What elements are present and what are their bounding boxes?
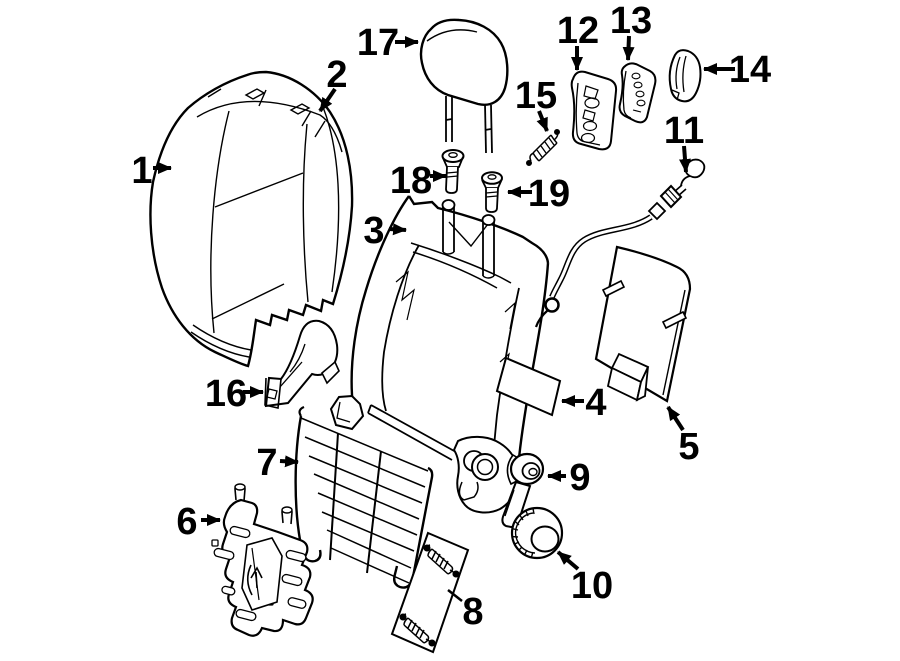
seat-back-panel-drawing <box>594 245 692 403</box>
arrow-3 <box>388 223 407 236</box>
spring-kit-box-drawing <box>390 531 470 654</box>
trim-bezel-12-drawing <box>570 70 618 151</box>
callout-arrows <box>153 35 735 602</box>
callout-7: 7 <box>256 442 277 484</box>
callout-labels: 1 2 3 4 5 6 7 8 9 10 11 12 13 14 15 16 1… <box>131 0 771 633</box>
arrow-13 <box>622 35 635 61</box>
callout-8: 8 <box>462 591 483 633</box>
adjuster-knob-drawing <box>510 506 564 560</box>
callout-5: 5 <box>678 426 699 468</box>
label-plate-drawing <box>495 356 562 417</box>
callout-6: 6 <box>176 501 197 543</box>
headrest-guide-sleeve-18-drawing <box>441 149 465 194</box>
callout-4: 4 <box>585 382 606 424</box>
callout-17: 17 <box>357 22 399 64</box>
seat-back-frame-drawing <box>329 195 550 514</box>
arrow-5 <box>666 405 685 432</box>
arrow-15 <box>536 110 549 132</box>
mounting-bracket-plate-drawing <box>211 483 314 637</box>
arrow-10 <box>556 550 580 571</box>
arrow-7 <box>279 455 299 468</box>
callout-12: 12 <box>557 10 599 52</box>
callout-14: 14 <box>729 49 771 91</box>
callout-13: 13 <box>610 0 652 42</box>
guide-funnel-bracket-drawing <box>264 319 340 409</box>
callout-16: 16 <box>205 373 247 415</box>
trim-cap-14-drawing <box>668 49 702 103</box>
callout-1: 1 <box>131 150 152 192</box>
pointer-8 <box>447 589 463 602</box>
callout-18: 18 <box>390 160 432 202</box>
callout-3: 3 <box>363 210 384 252</box>
headrest-guide-sleeve-19-drawing <box>481 171 503 213</box>
callout-10: 10 <box>571 565 613 607</box>
release-cable-drawing <box>534 158 706 328</box>
callout-9: 9 <box>569 457 590 499</box>
tension-spring-drawing <box>526 129 560 166</box>
callout-19: 19 <box>528 173 570 215</box>
callout-2: 2 <box>326 54 347 96</box>
seat-back-cushion-drawing <box>149 70 354 368</box>
arrow-11 <box>679 145 691 173</box>
trim-bezel-13-drawing <box>618 62 657 124</box>
arrow-2 <box>318 87 337 113</box>
headrest-drawing <box>419 18 509 154</box>
lumbar-grid-drawing <box>294 405 434 589</box>
callout-15: 15 <box>515 75 557 117</box>
callout-11: 11 <box>664 110 704 152</box>
